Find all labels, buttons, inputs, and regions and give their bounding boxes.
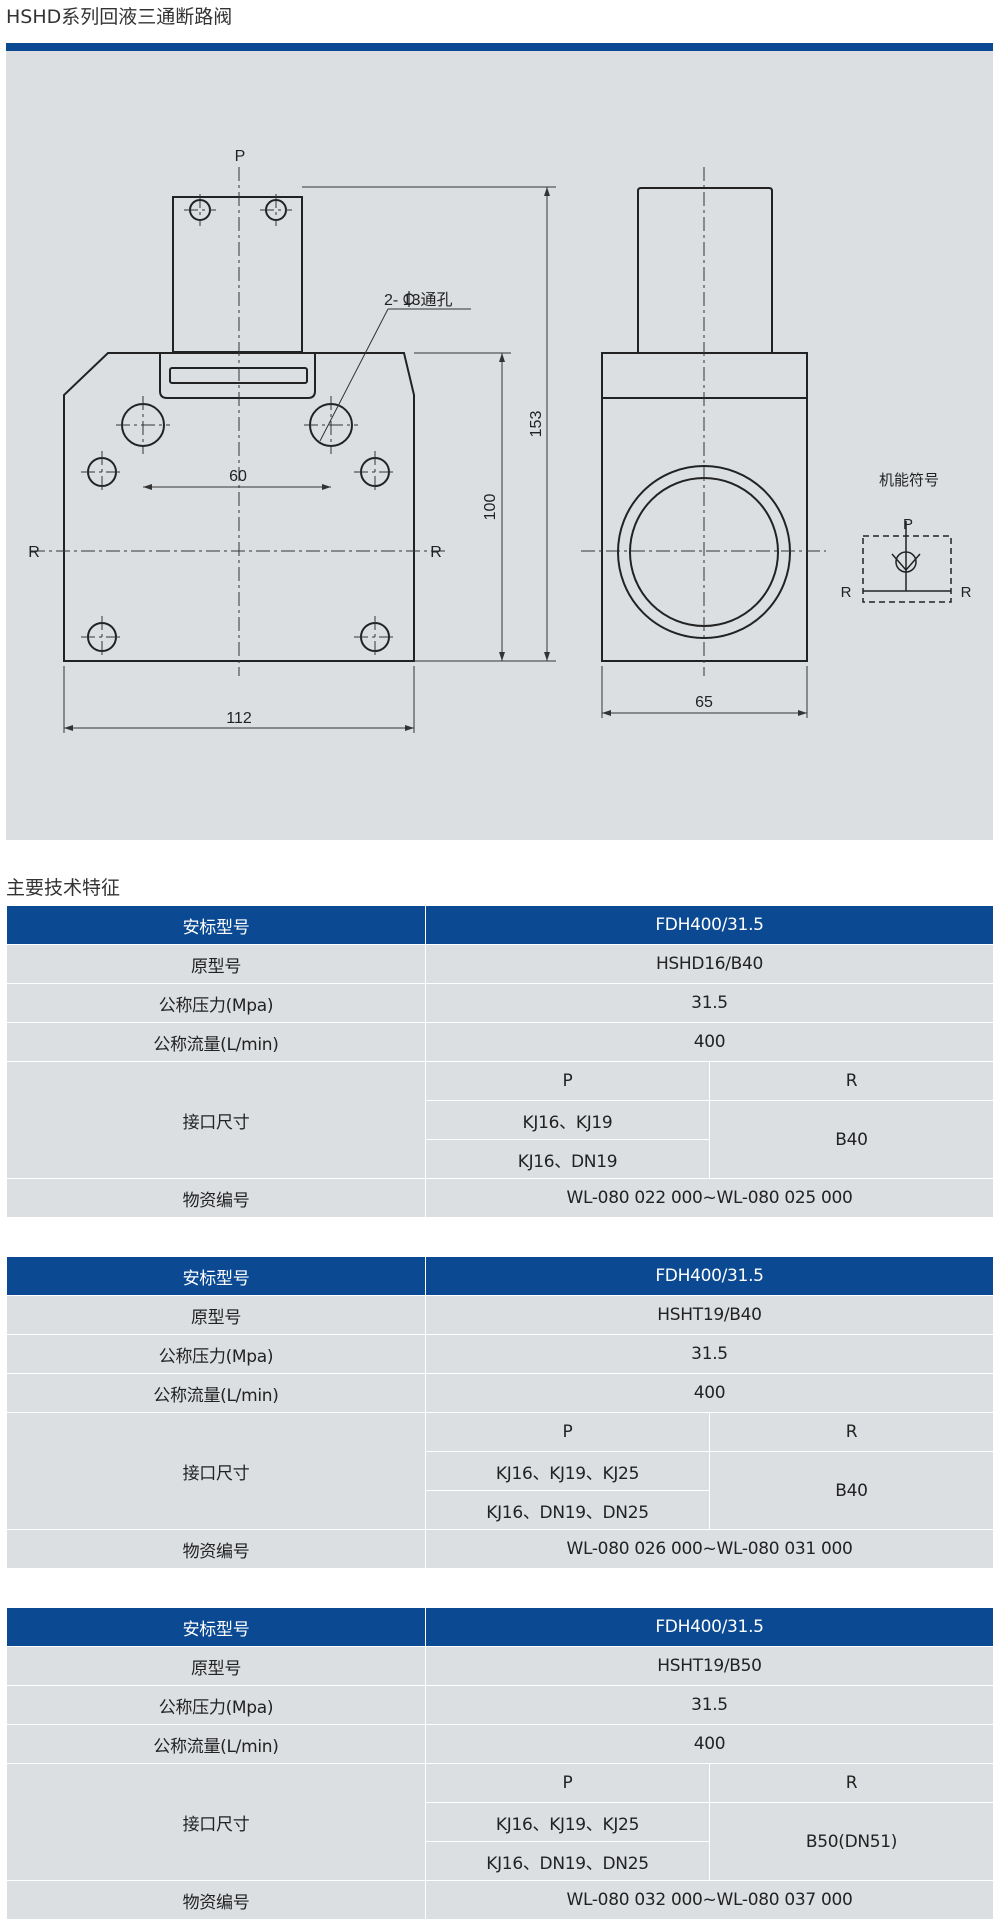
port-label: 接口尺寸 [6, 1061, 426, 1179]
port-r-left-label: R [28, 544, 40, 561]
spec-table-2: 安标型号 FDH400/31.5 原型号 HSHT19/B40 公称压力(Mpa… [6, 1256, 995, 1569]
pressure-label: 公称压力(Mpa) [6, 1685, 426, 1725]
p-value-1: KJ16、KJ19 [425, 1100, 710, 1140]
r-header: R [708, 1061, 995, 1101]
std-label: 安标型号 [6, 1256, 426, 1296]
drawing-svg: P R R 2- 13通孔 60 112 65 100 153 机能符号 P R… [28, 148, 972, 733]
port-label: 接口尺寸 [6, 1763, 426, 1881]
std-label: 安标型号 [6, 905, 426, 945]
symbol-p-label: P [903, 516, 913, 533]
table-row: 公称流量(L/min) 400 [6, 1022, 995, 1062]
table-row: KJ16、KJ19 B40 [7, 1100, 995, 1179]
p-value-2: KJ16、DN19、DN25 [425, 1841, 710, 1881]
symbol-box [862, 535, 952, 603]
material-value: WL-080 026 000~WL-080 031 000 [424, 1529, 995, 1569]
table-row: KJ16、KJ19、KJ25 B40 [7, 1451, 995, 1530]
std-value: FDH400/31.5 [424, 905, 995, 945]
table-row: 安标型号 FDH400/31.5 [6, 905, 995, 945]
pressure-value: 31.5 [424, 1334, 995, 1374]
p-value-1: KJ16、KJ19、KJ25 [425, 1451, 710, 1491]
pressure-value: 31.5 [424, 983, 995, 1023]
table-row: 公称流量(L/min) 400 [6, 1373, 995, 1413]
r-header: R [708, 1412, 995, 1452]
dim-60-label: 60 [229, 468, 247, 485]
table-row: KJ16、DN19、DN25 [7, 1490, 994, 1530]
symbol-r-left-label: R [841, 584, 852, 601]
model-value: HSHT19/B50 [424, 1646, 995, 1686]
r-value: B40 [708, 1100, 995, 1179]
title-bar [6, 43, 993, 51]
table-row: 物资编号 WL-080 032 000~WL-080 037 000 [6, 1880, 995, 1920]
table-row: KJ16、DN19 [7, 1139, 994, 1179]
flow-value: 400 [424, 1373, 995, 1413]
model-label: 原型号 [6, 944, 426, 984]
front-flange-base [159, 353, 316, 399]
dim-100-label: 100 [482, 494, 499, 521]
r-value: B50(DN51) [708, 1802, 995, 1881]
port-label: 接口尺寸 [6, 1412, 426, 1530]
r-value: B40 [708, 1451, 995, 1530]
material-label: 物资编号 [6, 1529, 426, 1569]
table-row: 原型号 HSHD16/B40 [6, 944, 995, 984]
port-p-label: P [235, 148, 246, 165]
p-value-2: KJ16、DN19 [425, 1139, 710, 1179]
table-row: KJ16、KJ19、KJ25 B50(DN51) [7, 1802, 995, 1881]
flow-label: 公称流量(L/min) [6, 1724, 426, 1764]
model-label: 原型号 [6, 1646, 426, 1686]
symbol-r-right-label: R [961, 584, 972, 601]
std-value: FDH400/31.5 [424, 1607, 995, 1647]
std-label: 安标型号 [6, 1607, 426, 1647]
flow-value: 400 [424, 1724, 995, 1764]
material-value: WL-080 022 000~WL-080 025 000 [424, 1178, 995, 1218]
port-r-right-label: R [430, 544, 442, 561]
table-row: 安标型号 FDH400/31.5 [6, 1607, 995, 1647]
p-value-1: KJ16、KJ19、KJ25 [425, 1802, 710, 1842]
dim-112-label: 112 [226, 710, 252, 727]
page-title: HSHD系列回液三通断路阀 [6, 6, 233, 28]
dim-153-label: 153 [528, 411, 545, 438]
pressure-value: 31.5 [424, 1685, 995, 1725]
table-row: 接口尺寸 P R [6, 1763, 995, 1881]
table-row: 原型号 HSHT19/B40 [6, 1295, 995, 1335]
p-value-2: KJ16、DN19、DN25 [425, 1490, 710, 1530]
table-row: 安标型号 FDH400/31.5 [6, 1256, 995, 1296]
symbol-title-label: 机能符号 [879, 472, 939, 489]
material-label: 物资编号 [6, 1178, 426, 1218]
material-value: WL-080 032 000~WL-080 037 000 [424, 1880, 995, 1920]
front-flange [172, 196, 303, 353]
table-row: 公称压力(Mpa) 31.5 [6, 1685, 995, 1725]
table-row: 公称压力(Mpa) 31.5 [6, 1334, 995, 1374]
flow-label: 公称流量(L/min) [6, 1373, 426, 1413]
model-value: HSHT19/B40 [424, 1295, 995, 1335]
p-header: P [425, 1412, 710, 1452]
flow-label: 公称流量(L/min) [6, 1022, 426, 1062]
pressure-label: 公称压力(Mpa) [6, 1334, 426, 1374]
spec-table-3: 安标型号 FDH400/31.5 原型号 HSHT19/B50 公称压力(Mpa… [6, 1607, 995, 1920]
model-label: 原型号 [6, 1295, 426, 1335]
p-header: P [425, 1763, 710, 1803]
table-row: 接口尺寸 P R [6, 1412, 995, 1530]
side-top [637, 187, 773, 354]
model-value: HSHD16/B40 [424, 944, 995, 984]
table-row: 物资编号 WL-080 026 000~WL-080 031 000 [6, 1529, 995, 1569]
pressure-label: 公称压力(Mpa) [6, 983, 426, 1023]
table-row: 公称压力(Mpa) 31.5 [6, 983, 995, 1023]
table-row: 公称流量(L/min) 400 [6, 1724, 995, 1764]
r-header: R [708, 1763, 995, 1803]
section-title: 主要技术特征 [6, 877, 121, 899]
p-header: P [425, 1061, 710, 1101]
table-row: KJ16、DN19、DN25 [7, 1841, 994, 1881]
table-row: 原型号 HSHT19/B50 [6, 1646, 995, 1686]
flow-value: 400 [424, 1022, 995, 1062]
std-value: FDH400/31.5 [424, 1256, 995, 1296]
dim-65-label: 65 [695, 694, 713, 711]
table-row: 接口尺寸 P R [6, 1061, 995, 1179]
spec-table-1: 安标型号 FDH400/31.5 原型号 HSHD16/B40 公称压力(Mpa… [6, 905, 995, 1218]
material-label: 物资编号 [6, 1880, 426, 1920]
hole-note-label: 2- 13通孔 [384, 291, 452, 309]
table-row: 物资编号 WL-080 022 000~WL-080 025 000 [6, 1178, 995, 1218]
check-valve-icon [895, 551, 917, 573]
technical-drawing: P R R 2- 13通孔 60 112 65 100 153 机能符号 P R… [6, 51, 993, 840]
